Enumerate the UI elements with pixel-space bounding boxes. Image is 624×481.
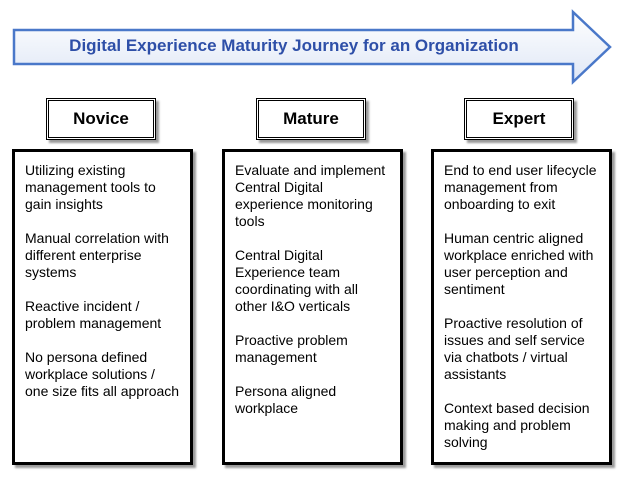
list-item: Proactive problem management <box>235 332 348 365</box>
list-item: Reactive incident / problem management <box>25 298 162 331</box>
stage-label-novice: Novice <box>46 98 156 140</box>
list-item: Context based decision making and proble… <box>444 400 590 450</box>
list-item: Utilizing existing management tools to g… <box>25 162 156 212</box>
stage-column-mature: Evaluate and implement Central Digital e… <box>222 149 403 465</box>
list-item: Central Digital Experience team coordina… <box>235 247 358 314</box>
list-item: Persona aligned workplace <box>235 383 337 416</box>
stage-label-expert: Expert <box>464 98 574 140</box>
banner-title: Digital Experience Maturity Journey for … <box>69 36 519 55</box>
list-item: End to end user lifecycle management fro… <box>444 162 597 212</box>
list-item: Evaluate and implement Central Digital e… <box>235 162 386 229</box>
list-item: Human centric aligned workplace enriched… <box>444 230 594 297</box>
stage-column-expert: End to end user lifecycle management fro… <box>431 149 612 465</box>
banner-arrow <box>12 9 612 85</box>
list-item: Proactive resolution of issues and self … <box>444 315 585 382</box>
list-item: Manual correlation with different enterp… <box>25 230 169 280</box>
list-item: No persona defined workplace solutions /… <box>25 349 180 399</box>
banner-arrow-shape <box>12 9 612 85</box>
stage-column-novice: Utilizing existing management tools to g… <box>12 149 193 465</box>
stage-label-mature: Mature <box>256 98 366 140</box>
